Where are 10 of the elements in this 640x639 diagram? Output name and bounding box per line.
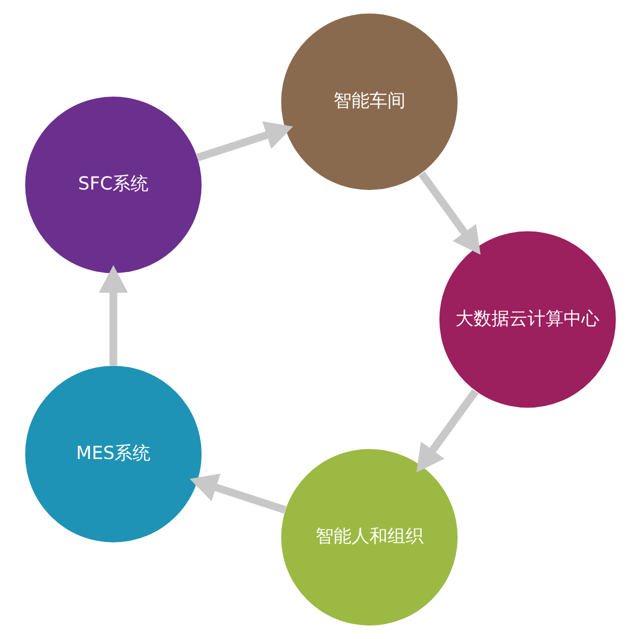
node-circle: SFC系统 <box>24 96 202 274</box>
arrow <box>418 171 480 255</box>
node-circle: MES系统 <box>24 366 202 542</box>
arrow <box>98 265 128 366</box>
node-circle: 大数据云计算中心 <box>438 231 616 408</box>
node-circle: 智能人和组织 <box>280 449 458 626</box>
arrow <box>416 389 478 473</box>
arrow <box>189 474 286 514</box>
arrow <box>196 121 293 162</box>
node-circle: 智能车间 <box>280 14 458 190</box>
